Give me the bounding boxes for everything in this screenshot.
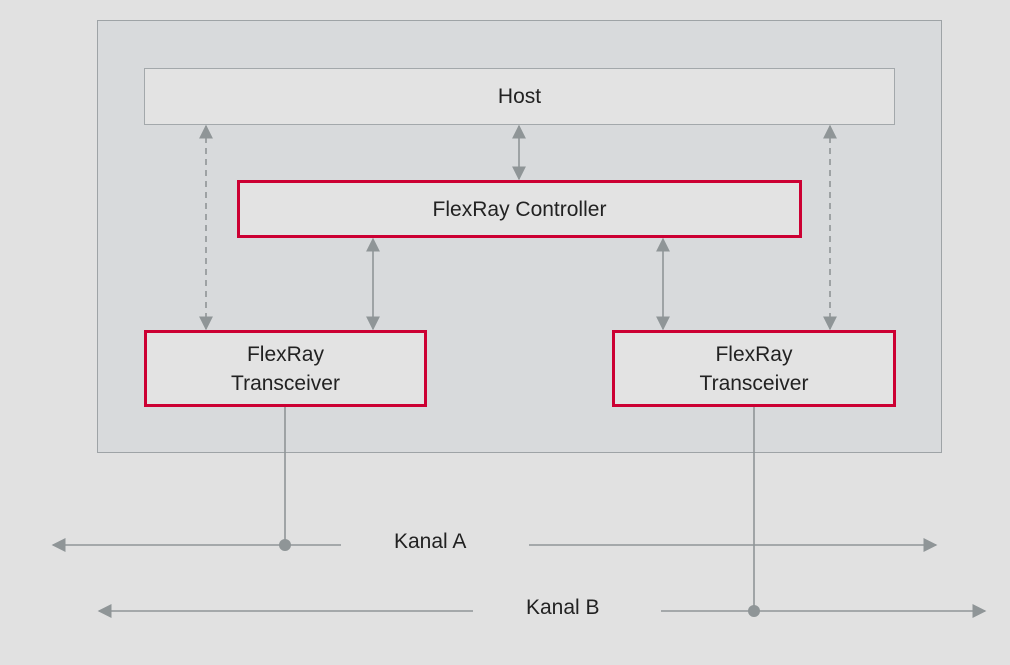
flexray-controller-box: FlexRay Controller bbox=[237, 180, 802, 238]
host-label: Host bbox=[497, 85, 542, 108]
kanal-b-label: Kanal B bbox=[526, 596, 600, 619]
flexray-transceiver-a-box: FlexRay Transceiver bbox=[144, 330, 427, 407]
host-box: Host bbox=[144, 68, 895, 125]
kanal-a-label: Kanal A bbox=[394, 530, 467, 553]
flexray-transceiver-b-box: FlexRay Transceiver bbox=[612, 330, 896, 407]
flexray-controller-label: FlexRay Controller bbox=[432, 197, 607, 221]
transceiver-b-label-line2: Transceiver bbox=[699, 371, 809, 395]
transceiver-b-label-line1: FlexRay bbox=[715, 342, 793, 366]
transceiver-a-label-line1: FlexRay bbox=[246, 342, 324, 366]
transceiver-a-label-line2: Transceiver bbox=[231, 371, 340, 395]
